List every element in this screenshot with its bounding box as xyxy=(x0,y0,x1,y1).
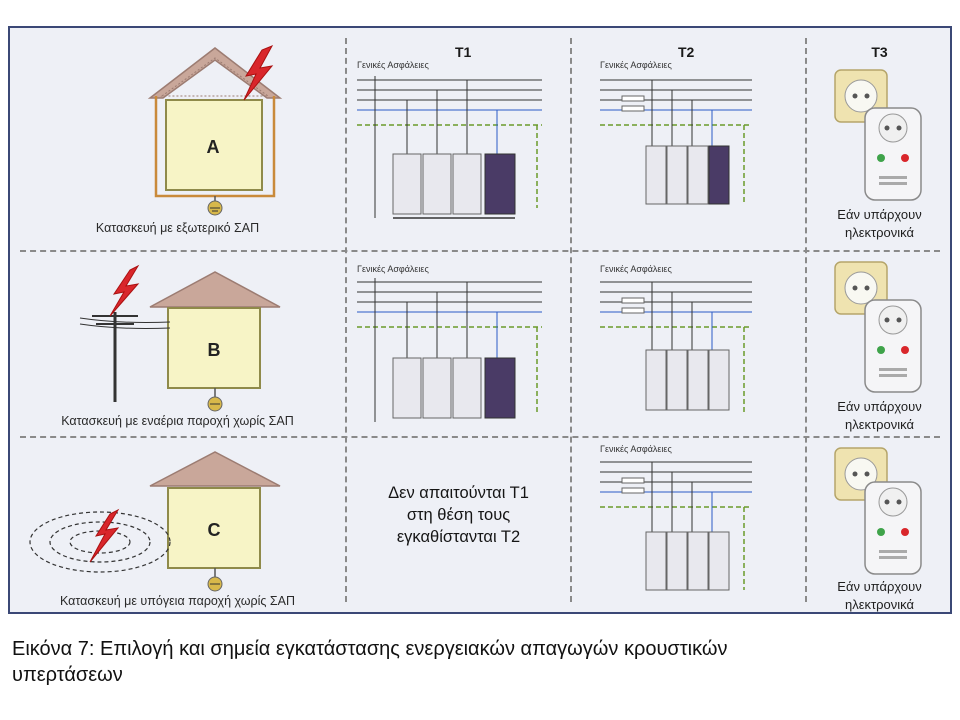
house-cell-b: B Κατασκευή με εναέρια παροχή χωρίς ΣΑΠ xyxy=(10,252,345,436)
spd-module xyxy=(666,531,688,591)
t1-header: T1 xyxy=(455,44,472,60)
t3-condition-line2: ηλεκτρονικά xyxy=(844,597,915,612)
house-letter-b: B xyxy=(208,340,221,360)
general-fuses-label: Γενικές Ασφάλειες xyxy=(600,444,672,454)
t3-condition-line2: ηλεκτρονικά xyxy=(844,225,915,240)
t2-panel-c: Γενικές Ασφάλειες xyxy=(572,438,805,614)
spd-module xyxy=(452,357,482,419)
house-caption-c: Κατασκευή με υπόγεια παροχή χωρίς ΣΑΠ xyxy=(59,594,295,608)
t1-wiring-diagram xyxy=(357,76,542,219)
house-letter-c: C xyxy=(208,520,221,540)
spd-module xyxy=(392,153,422,215)
spd-module xyxy=(666,145,688,205)
t3-socket-illustration xyxy=(834,447,922,575)
t3-condition-line1: Εάν υπάρχουν xyxy=(837,399,922,414)
t3-condition-line2: ηλεκτρονικά xyxy=(844,417,915,432)
spd-module xyxy=(687,349,709,411)
spd-module xyxy=(484,357,516,419)
t3-socket-illustration xyxy=(834,69,922,201)
house-caption-a: Κατασκευή με εξωτερικό ΣΑΠ xyxy=(95,221,260,235)
spd-module xyxy=(687,145,709,205)
t2-wiring-diagram xyxy=(600,461,752,591)
general-fuses-label: Γενικές Ασφάλειες xyxy=(600,264,672,274)
caption-line1: Εικόνα 7: Επιλογή και σημεία εγκατάσταση… xyxy=(12,638,728,660)
lightning-bolt-icon xyxy=(89,508,120,563)
t2-panel-a: T2 Γενικές Ασφάλειες xyxy=(572,28,805,250)
row-divider xyxy=(20,436,940,438)
t1-panel-a: T1 Γενικές Ασφάλειες xyxy=(347,28,570,250)
spd-module xyxy=(452,153,482,215)
house-wall xyxy=(167,487,261,569)
figure-caption: Εικόνα 7: Επιλογή και σημεία εγκατάσταση… xyxy=(12,636,952,688)
spd-module xyxy=(708,145,730,205)
spd-module xyxy=(708,531,730,591)
house-a-illustration: A xyxy=(147,45,283,216)
spd-module xyxy=(422,357,452,419)
spd-module xyxy=(392,357,422,419)
note-line1: Δεν απαιτούνται Τ1 xyxy=(388,484,529,502)
spd-module xyxy=(687,531,709,591)
t3-condition-line1: Εάν υπάρχουν xyxy=(837,207,922,222)
general-fuses-label: Γενικές Ασφάλειες xyxy=(357,60,429,70)
spd-module xyxy=(666,349,688,411)
t3-socket-illustration xyxy=(834,261,922,393)
house-c-illustration: C xyxy=(29,451,281,592)
house-cell-c: C Κατασκευή με υπόγεια παροχή χωρίς ΣΑΠ xyxy=(10,438,345,614)
t2-header: T2 xyxy=(678,44,695,60)
ground-wave xyxy=(49,521,151,563)
general-fuses-label: Γενικές Ασφάλειες xyxy=(357,264,429,274)
t3-condition-line1: Εάν υπάρχουν xyxy=(837,579,922,594)
general-fuses-label: Γενικές Ασφάλειες xyxy=(600,60,672,70)
t3-header: T3 xyxy=(871,44,888,60)
spd-module xyxy=(645,531,667,591)
lightning-bolt-icon xyxy=(243,45,274,101)
t3-panel-b: Εάν υπάρχουν ηλεκτρονικά xyxy=(807,252,952,436)
house-letter-a: A xyxy=(207,137,220,157)
column-divider xyxy=(805,38,807,602)
house-caption-b: Κατασκευή με εναέρια παροχή χωρίς ΣΑΠ xyxy=(61,414,294,428)
lightning-bolt-icon xyxy=(109,264,140,317)
t2-wiring-diagram xyxy=(600,281,752,412)
figure-panel: A Κατασκευή με εξωτερικό ΣΑΠ T1 Γενικές … xyxy=(8,26,952,614)
house-wall xyxy=(165,99,263,191)
ground-wave xyxy=(29,511,171,573)
t1-wiring-diagram xyxy=(357,278,542,422)
t2-panel-b: Γενικές Ασφάλειες xyxy=(572,252,805,436)
note-line2: στη θέση τους xyxy=(406,506,511,524)
house-b-illustration: B xyxy=(79,264,281,412)
house-roof xyxy=(149,271,281,308)
spd-module xyxy=(645,145,667,205)
spd-module xyxy=(645,349,667,411)
spd-module xyxy=(708,349,730,411)
house-roof xyxy=(149,451,281,487)
house-cell-a: A Κατασκευή με εξωτερικό ΣΑΠ xyxy=(10,28,345,250)
column-divider xyxy=(570,38,572,602)
house-wall xyxy=(167,307,261,389)
note-line3: εγκαθίστανται Τ2 xyxy=(396,528,521,546)
t1-panel-b: Γενικές Ασφάλειες xyxy=(347,252,570,436)
t3-panel-c: Εάν υπάρχουν ηλεκτρονικά xyxy=(807,438,952,614)
column-divider xyxy=(345,38,347,602)
row-divider xyxy=(20,250,940,252)
t1-not-required-note: Δεν απαιτούνται Τ1 στη θέση τους εγκαθίσ… xyxy=(347,438,570,614)
spd-module xyxy=(484,153,516,215)
t2-wiring-diagram xyxy=(600,79,752,205)
caption-line2: υπερτάσεων xyxy=(12,664,123,686)
spd-module xyxy=(422,153,452,215)
t3-panel-a: T3 Εάν υπάρχουν ηλεκτρονικά xyxy=(807,28,952,250)
